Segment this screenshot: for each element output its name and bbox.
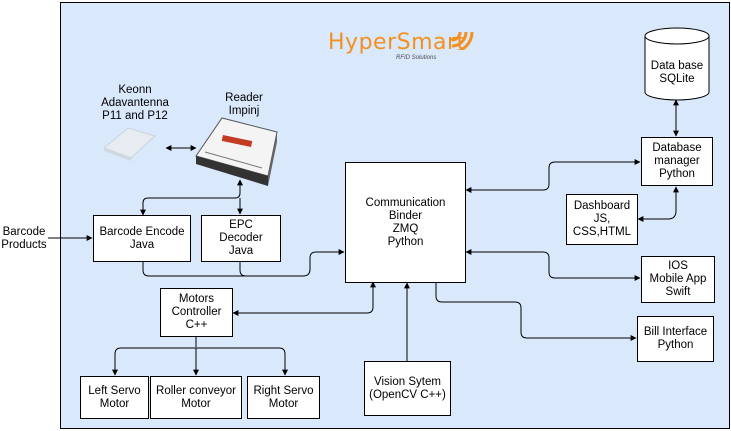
barcode-encode-node: Barcode Encode Java [93, 215, 191, 262]
roller-conveyor-motor-node: Roller conveyor Motor [150, 376, 242, 419]
communication-binder-node: Communication Binder ZMQ Python [345, 162, 466, 283]
motors-controller-node: Motors Controller C++ [160, 288, 233, 337]
edge-comm-bill [435, 283, 637, 341]
edge-dashboard-dbmanager [637, 186, 679, 222]
edge-to-right-servo [196, 347, 288, 376]
left-servo-motor-node: Left Servo Motor [80, 376, 149, 419]
database-label: Data base SQLite [650, 60, 704, 85]
antenna-device-image [103, 127, 156, 161]
database-manager-node: Database manager Python [641, 137, 713, 186]
logo-signal-icon [451, 31, 474, 50]
dashboard-node: Dashboard JS, CSS,HTML [566, 194, 638, 245]
database-cylinder [644, 27, 710, 101]
hypersmart-logo: HyperSmart RFID Solutions [328, 20, 478, 64]
edge-reader-barcode-epc [140, 179, 243, 216]
right-servo-motor-node: Right Servo Motor [247, 376, 320, 419]
bill-interface-node: Bill Interface Python [637, 316, 714, 362]
vision-system-node: Vision Sytem (OpenCV C++) [364, 361, 451, 416]
barcode-products-label: Barcode Products [1, 226, 47, 251]
edge-comm-dbmanager [465, 159, 641, 193]
ios-mobile-app-node: IOS Mobile App Swift [641, 256, 715, 303]
edge-epc-to-comm [239, 262, 303, 277]
edge-to-left-servo [112, 347, 196, 376]
logo-tagline: RFID Solutions [396, 55, 437, 61]
epc-decoder-node: EPC Decoder Java [201, 215, 281, 262]
edge-barcode-to-comm [142, 249, 345, 277]
edge-comm-ios [465, 249, 641, 281]
antenna-label: Keonn Adavantenna P11 and P12 [101, 84, 169, 122]
reader-device-image [195, 117, 278, 186]
logo-brand-text: HyperSmart [328, 30, 466, 55]
edge-motors-comm [232, 281, 376, 316]
reader-label: Reader Impinj [225, 92, 263, 117]
